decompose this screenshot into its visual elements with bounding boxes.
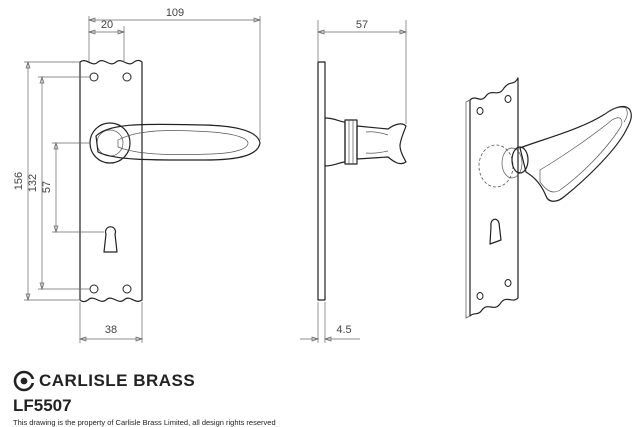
dim-rose-offset: 20 xyxy=(101,19,113,31)
side-view xyxy=(317,61,407,301)
side-rose xyxy=(324,117,346,167)
dim-lever-to-keyhole: 57 xyxy=(41,181,53,193)
front-keyhole xyxy=(103,226,118,253)
front-dimensions: 109 20 156 132 57 38 xyxy=(13,7,262,343)
isometric-view xyxy=(465,77,632,319)
fixing-hole-top-left xyxy=(89,72,99,82)
side-collar xyxy=(344,119,358,165)
side-dimensions: 57 4.5 xyxy=(300,19,408,343)
brand-name: CARLISLE BRASS xyxy=(39,371,196,390)
iso-rose xyxy=(478,144,514,188)
dim-projection: 57 xyxy=(356,19,368,31)
front-view xyxy=(79,59,261,303)
iso-hole-bottom-left xyxy=(476,292,484,300)
copyright-notice: This drawing is the property of Carlisle… xyxy=(13,418,276,427)
side-lever xyxy=(356,123,407,165)
iso-hole-top-left xyxy=(476,107,484,115)
iso-lever xyxy=(519,105,632,202)
fixing-hole-bottom-right xyxy=(122,284,132,294)
iso-lever-recess xyxy=(539,117,623,193)
dim-fixing-centres: 132 xyxy=(27,174,39,192)
front-lever xyxy=(95,123,261,161)
dim-plate-thickness: 4.5 xyxy=(336,324,351,336)
dim-plate-width: 38 xyxy=(105,324,117,336)
brand-row: CARLISLE BRASS xyxy=(13,370,276,392)
carlisle-c-logo-icon xyxy=(13,370,35,392)
iso-backplate xyxy=(469,77,519,317)
dim-overall-width: 109 xyxy=(166,7,184,19)
fixing-hole-bottom-left xyxy=(89,284,99,294)
brand-footer: CARLISLE BRASS LF5507 This drawing is th… xyxy=(13,370,276,427)
iso-keyhole xyxy=(489,218,502,245)
front-backplate xyxy=(79,59,143,303)
iso-hole-top-right xyxy=(504,95,512,103)
side-backplate xyxy=(317,61,326,301)
product-code: LF5507 xyxy=(13,396,72,415)
fixing-hole-top-right xyxy=(122,72,132,82)
front-lever-recess xyxy=(117,130,249,155)
iso-hole-bottom-right xyxy=(504,279,512,287)
dim-plate-height: 156 xyxy=(13,172,25,190)
front-rose-inner xyxy=(96,129,124,157)
